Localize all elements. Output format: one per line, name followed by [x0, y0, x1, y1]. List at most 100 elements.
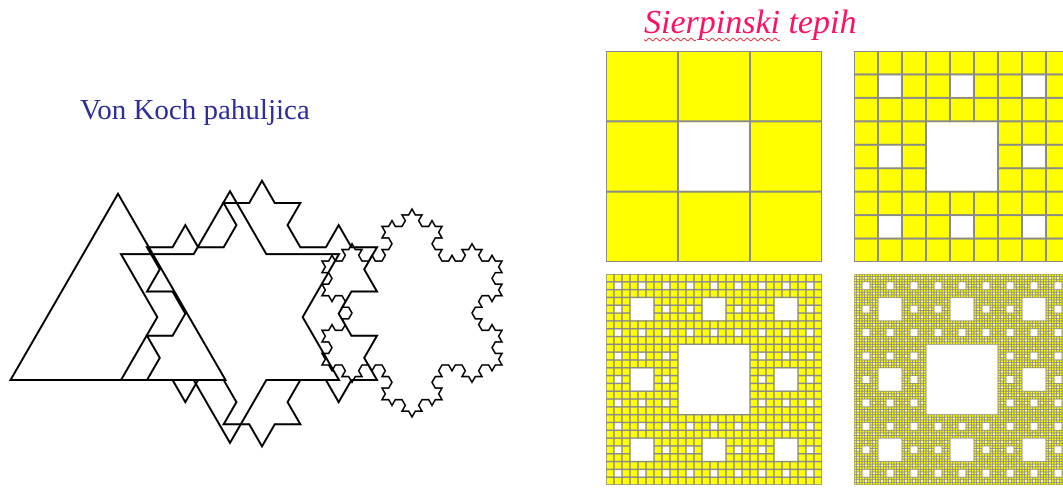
- carpet-cell: [860, 334, 862, 336]
- carpet-cell: [926, 418, 928, 420]
- carpet-cell: [897, 327, 899, 329]
- carpet-cell: [929, 311, 931, 313]
- carpet-cell: [929, 483, 931, 485]
- carpet-cell: [857, 405, 859, 407]
- carpet-cell: [655, 470, 662, 476]
- carpet-cell: [873, 389, 875, 391]
- carpet-cell: [854, 376, 856, 378]
- carpet-cell: [940, 431, 942, 433]
- carpet-cell: [924, 282, 926, 284]
- carpet-cell: [860, 363, 862, 365]
- carpet-cell: [985, 319, 987, 321]
- carpet-cell: [743, 462, 750, 468]
- carpet-cell: [711, 290, 718, 296]
- carpet-cell: [929, 475, 931, 477]
- carpet-cell: [956, 483, 958, 485]
- carpet-cell: [958, 478, 960, 480]
- carpet-cell: [929, 280, 931, 282]
- carpet-cell: [924, 410, 926, 412]
- carpet-cell: [902, 373, 904, 375]
- carpet-cell: [924, 392, 926, 394]
- carpet-cell: [977, 314, 979, 316]
- carpet-cell: [876, 446, 878, 448]
- carpet-cell: [918, 368, 920, 370]
- carpet-cell: [873, 420, 875, 422]
- carpet-cell: [860, 467, 862, 469]
- carpet-cell: [679, 447, 686, 453]
- carpet-cell: [719, 337, 726, 343]
- carpet-cell: [918, 306, 920, 308]
- carpet-cell: [759, 408, 766, 414]
- carpet-cell: [876, 402, 878, 404]
- carpet-cell: [950, 342, 952, 344]
- carpet-cell: [695, 275, 702, 281]
- carpet-cell: [860, 295, 862, 297]
- carpet-cell: [913, 373, 915, 375]
- carpet-cell: [876, 420, 878, 422]
- carpet-cell: [958, 274, 960, 276]
- carpet-cell: [807, 275, 814, 281]
- carpet-cell: [862, 324, 864, 326]
- carpet-cell: [870, 431, 872, 433]
- carpet-cell: [870, 371, 872, 373]
- carpet-cell: [950, 334, 952, 336]
- carpet-cell: [900, 431, 902, 433]
- carpet-cell: [862, 386, 864, 388]
- carpet-cell: [860, 454, 862, 456]
- carpet-cell: [892, 467, 894, 469]
- carpet-cell: [727, 462, 734, 468]
- carpet-cell: [929, 454, 931, 456]
- carpet-cell: [937, 439, 939, 441]
- carpet-cell: [988, 301, 990, 303]
- carpet-cell: [862, 410, 864, 412]
- carpet-cell: [870, 478, 872, 480]
- carpet-cell: [671, 415, 678, 421]
- carpet-cell: [918, 329, 920, 331]
- carpet-cell: [719, 283, 726, 289]
- carpet-cell: [881, 407, 883, 409]
- carpet-cell: [977, 415, 979, 417]
- carpet-hole: [711, 423, 718, 429]
- carpet-cell: [854, 444, 856, 446]
- carpet-cell: [982, 465, 984, 467]
- carpet-cell: [964, 480, 966, 482]
- carpet-cell: [623, 384, 630, 390]
- carpet-cell: [977, 282, 979, 284]
- carpet-cell: [937, 314, 939, 316]
- carpet-cell: [647, 400, 654, 406]
- carpet-cell: [902, 446, 904, 448]
- carpet-cell: [905, 475, 907, 477]
- carpet-cell: [937, 337, 939, 339]
- carpet-cell: [910, 373, 912, 375]
- carpet-cell: [862, 407, 864, 409]
- carpet-cell: [934, 444, 936, 446]
- carpet-cell: [940, 301, 942, 303]
- carpet-cell: [969, 420, 971, 422]
- carpet-cell: [900, 480, 902, 482]
- carpet-cell: [910, 319, 912, 321]
- carpet-cell: [924, 321, 926, 323]
- carpet-cell: [921, 342, 923, 344]
- carpet-cell: [910, 347, 912, 349]
- carpet-cell: [972, 426, 974, 428]
- carpet-cell: [870, 327, 872, 329]
- carpet-cell: [876, 407, 878, 409]
- carpet-hole: [663, 423, 670, 429]
- carpet-cell: [886, 394, 888, 396]
- carpet-cell: [961, 280, 963, 282]
- carpet-cell: [886, 340, 888, 342]
- carpet-cell: [767, 298, 774, 304]
- carpet-cell: [743, 337, 750, 343]
- carpet-cell: [878, 472, 880, 474]
- carpet-cell: [977, 462, 979, 464]
- carpet-cell: [876, 426, 878, 428]
- carpet-cell: [924, 293, 926, 295]
- carpet-cell: [982, 301, 984, 303]
- carpet-hole: [615, 353, 622, 359]
- carpet-cell: [873, 381, 875, 383]
- carpet-cell: [647, 392, 654, 398]
- carpet-cell: [951, 240, 973, 261]
- carpet-cell: [921, 470, 923, 472]
- carpet-cell: [926, 444, 928, 446]
- carpet-cell: [902, 324, 904, 326]
